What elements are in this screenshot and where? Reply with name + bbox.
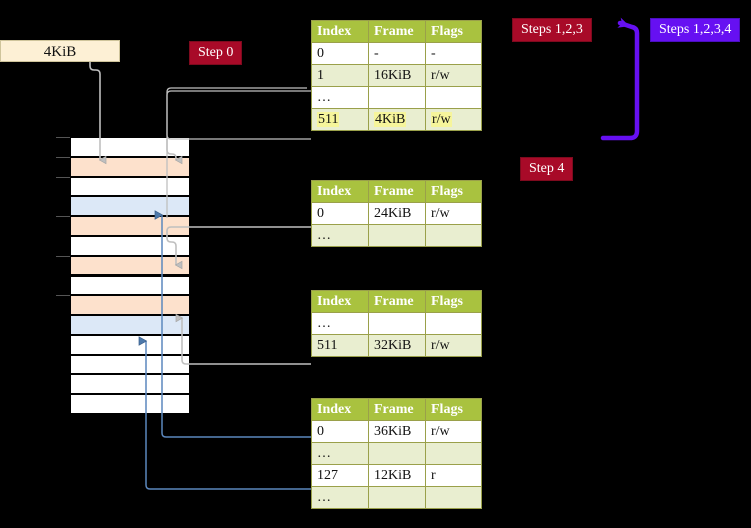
cell-frame <box>368 312 426 335</box>
cell-index: … <box>311 486 369 509</box>
cell-index: … <box>311 312 369 335</box>
memory-frame-row <box>70 176 190 197</box>
cell-flags: r/w <box>425 334 482 357</box>
memory-frame-row <box>70 394 190 414</box>
cell-flags: r/w <box>425 202 482 225</box>
cell-index: … <box>311 442 369 465</box>
memory-row-tick <box>56 137 70 138</box>
cell-frame: 16KiB <box>368 64 426 87</box>
page-table-row[interactable]: … <box>311 442 482 465</box>
column-header-index: Index <box>311 398 369 421</box>
memory-frame-row <box>70 295 190 316</box>
cell-index: 511 <box>311 334 369 357</box>
cell-index: 127 <box>311 464 369 487</box>
memory-frame-row <box>70 334 190 355</box>
badge-step-0: Step 0 <box>189 41 243 65</box>
cell-frame: 32KiB <box>368 334 426 357</box>
memory-row-tick <box>56 255 70 257</box>
cell-index: … <box>311 86 369 109</box>
memory-frame-row <box>70 137 190 157</box>
cell-frame <box>368 442 426 465</box>
physical-memory-column <box>70 137 190 414</box>
cell-index: 0 <box>311 420 369 443</box>
cell-frame <box>368 86 426 109</box>
column-header-flags: Flags <box>425 398 482 421</box>
highlighted-value: 511 <box>317 111 340 127</box>
memory-frame-row <box>70 374 190 395</box>
cell-flags <box>425 312 482 335</box>
highlighted-value: 4KiB <box>374 111 407 127</box>
cell-flags <box>425 86 482 109</box>
memory-frame-row <box>70 196 190 217</box>
cell-index: 511 <box>311 108 369 131</box>
page-table-row[interactable]: … <box>311 224 482 247</box>
memory-frame-row <box>70 354 190 375</box>
cell-flags <box>425 442 482 465</box>
page-table-row[interactable]: … <box>311 486 482 509</box>
memory-frame-row <box>70 275 190 296</box>
memory-row-tick <box>56 176 70 178</box>
memory-frame-row <box>70 216 190 236</box>
cell-flags: r/w <box>425 420 482 443</box>
cell-index: 0 <box>311 202 369 225</box>
cell-flags <box>425 224 482 247</box>
cell-frame: 4KiB <box>368 108 426 131</box>
column-header-index: Index <box>311 180 369 203</box>
cell-index: … <box>311 224 369 247</box>
memory-frame-row <box>70 235 190 256</box>
arrow-steps-1-2-3-4 <box>600 17 640 141</box>
memory-row-tick <box>56 156 70 158</box>
memory-row-tick <box>56 216 70 218</box>
cell-flags: - <box>425 42 482 65</box>
column-header-frame: Frame <box>368 20 426 43</box>
page-table-row[interactable]: … <box>311 312 482 335</box>
column-header-flags: Flags <box>425 20 482 43</box>
highlighted-value: r/w <box>431 111 452 127</box>
memory-frame-row <box>70 156 190 177</box>
cell-flags: r/w <box>425 64 482 87</box>
cell-frame: 36KiB <box>368 420 426 443</box>
column-header-frame: Frame <box>368 290 426 313</box>
memory-frame-row <box>70 315 190 335</box>
cell-frame <box>368 486 426 509</box>
cell-index: 1 <box>311 64 369 87</box>
cell-flags: r <box>425 464 482 487</box>
column-header-flags: Flags <box>425 180 482 203</box>
cell-index: 0 <box>311 42 369 65</box>
size-label-4kib: 4KiB <box>0 40 120 62</box>
column-header-index: Index <box>311 290 369 313</box>
cell-frame: 12KiB <box>368 464 426 487</box>
cell-flags <box>425 486 482 509</box>
page-table-row[interactable]: 0-- <box>311 42 482 65</box>
memory-row-tick <box>56 295 70 297</box>
page-table-row[interactable]: … <box>311 86 482 109</box>
cell-frame <box>368 224 426 247</box>
memory-frame-row <box>70 255 190 276</box>
badge-steps-1-2-3-4: Steps 1,2,3,4 <box>650 18 741 42</box>
cell-frame: 24KiB <box>368 202 426 225</box>
page-table-row[interactable]: 511 4KiB r/w <box>311 108 482 131</box>
cell-flags: r/w <box>425 108 482 131</box>
badge-step-4: Step 4 <box>520 157 574 181</box>
column-header-flags: Flags <box>425 290 482 313</box>
column-header-frame: Frame <box>368 180 426 203</box>
connector-table2-to-memory <box>175 313 311 365</box>
column-header-index: Index <box>311 20 369 43</box>
badge-steps-1-2-3: Steps 1,2,3 <box>512 18 592 42</box>
column-header-frame: Frame <box>368 398 426 421</box>
cell-frame: - <box>368 42 426 65</box>
